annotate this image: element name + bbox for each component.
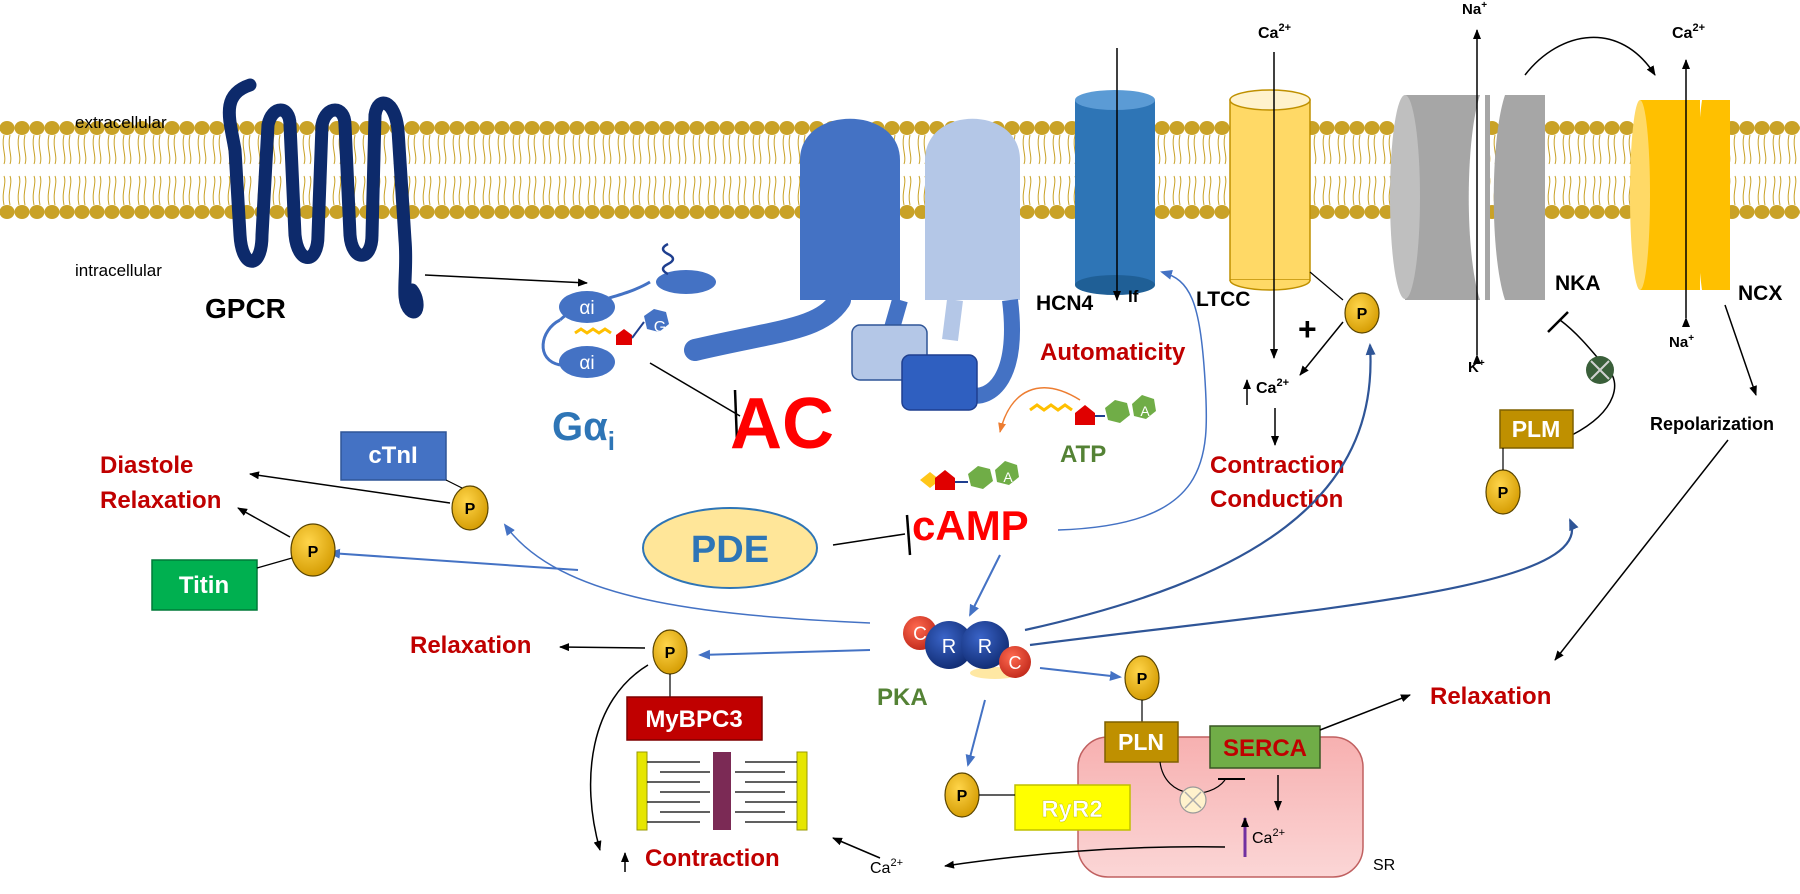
gpcr-receptor[interactable] — [229, 85, 417, 312]
galpha-label: Gαi — [552, 405, 615, 456]
diastole-label: Diastole — [100, 452, 193, 479]
titin-box[interactable]: Titin — [152, 560, 257, 610]
ncx-na-label: Na+ — [1669, 333, 1694, 351]
atp-molecule-icon: A — [1030, 395, 1156, 425]
diastole-relaxation-label: Relaxation — [100, 487, 221, 514]
camp-label: cAMP — [912, 502, 1029, 549]
svg-text:P: P — [1357, 306, 1368, 323]
titin-label: Titin — [179, 572, 229, 599]
phospho-ctni: P — [452, 486, 488, 530]
ncx-label: NCX — [1738, 282, 1782, 305]
camp-molecule-icon: A — [920, 461, 1019, 490]
pde-inhibits-camp — [833, 534, 905, 545]
ncx-ca-label: Ca2+ — [1672, 22, 1705, 42]
atp-adenine-label: A — [1140, 403, 1150, 419]
hcn4-channel[interactable] — [1075, 90, 1155, 295]
phospho-mybpc3: P — [653, 630, 687, 674]
pka-subunit: R — [978, 636, 992, 658]
sarcomere-icon — [637, 752, 807, 830]
hcn4-label: HCN4 — [1036, 292, 1093, 315]
gpcr-to-gprotein-arrow — [425, 275, 587, 283]
phospho-pln: P — [1125, 656, 1159, 700]
alpha-i-bottom: αi — [579, 353, 594, 374]
svg-text:P: P — [957, 788, 968, 805]
adenylyl-cyclase[interactable] — [695, 119, 1020, 410]
pka-holoenzyme[interactable]: C R R C — [903, 616, 1031, 679]
atp-to-camp-arrow — [1000, 388, 1080, 432]
pka-to-titin-arrow — [330, 553, 578, 570]
svg-text:P: P — [465, 501, 476, 518]
nka-k-label: K+ — [1468, 358, 1485, 376]
mybpc3-box[interactable]: MyBPC3 — [627, 697, 762, 740]
relaxation-left-label: Relaxation — [410, 632, 531, 659]
ltcc-label: LTCC — [1196, 288, 1250, 311]
phospho-ryr2: P — [945, 773, 979, 817]
svg-text:P: P — [308, 544, 319, 561]
pka-to-ryr2-arrow — [968, 700, 985, 765]
atp-label: ATP — [1060, 441, 1106, 468]
pde-enzyme[interactable]: PDE — [643, 508, 817, 588]
phospho-ltcc: P — [1345, 293, 1379, 333]
sr-label: SR — [1373, 857, 1395, 874]
serca-label: SERCA — [1223, 735, 1307, 762]
plus-sign: + — [1298, 311, 1317, 347]
phospho-plm: P — [1486, 470, 1520, 514]
pka-subunit: C — [1009, 653, 1022, 673]
lipid-tail-icon — [663, 244, 673, 274]
pde-label: PDE — [691, 529, 769, 571]
contraction-bottom-label: Contraction — [645, 845, 780, 872]
ctni-label: cTnI — [368, 442, 417, 469]
pka-to-mybpc3-arrow — [700, 650, 870, 655]
ryr2-label: RyR2 — [1041, 796, 1102, 823]
if-label: If — [1128, 287, 1139, 306]
plm-box[interactable]: PLM — [1500, 410, 1573, 448]
camp-to-pka-arrow — [970, 555, 1000, 615]
contraction-label: Contraction — [1210, 452, 1345, 479]
svg-text:P: P — [665, 645, 676, 662]
alpha-i-top: αi — [579, 298, 594, 319]
pka-subunit: C — [913, 624, 927, 645]
gpcr-label: GPCR — [205, 293, 286, 324]
ltcc-ca-label: Ca2+ — [1258, 22, 1291, 42]
camp-adenine-label: A — [1003, 469, 1013, 485]
ncx-exchanger[interactable] — [1630, 100, 1730, 290]
automaticity-label: Automaticity — [1040, 339, 1186, 366]
pln-box[interactable]: PLN — [1105, 722, 1178, 762]
ca-bottom-label: Ca2+ — [870, 857, 903, 877]
pka-to-plm-arrow — [1030, 520, 1572, 645]
extracellular-label: extracellular — [75, 113, 167, 132]
g-badge: G — [654, 319, 666, 336]
svg-text:P: P — [1137, 671, 1148, 688]
ryr2-box[interactable]: RyR2 — [1015, 785, 1130, 830]
svg-text:P: P — [1498, 485, 1509, 502]
relaxation-right-label: Relaxation — [1430, 683, 1551, 710]
nka-pump[interactable] — [1390, 95, 1545, 300]
ac-label: AC — [730, 384, 834, 464]
nka-na-label: Na+ — [1462, 0, 1487, 18]
intracellular-label: intracellular — [75, 261, 162, 280]
ca-rise-label: Ca2+ — [1256, 377, 1289, 397]
ltcc-channel[interactable] — [1230, 90, 1310, 290]
nka-label: NKA — [1555, 272, 1601, 295]
pka-subunit: R — [942, 636, 956, 658]
phospho-titin: P — [291, 524, 335, 576]
pka-label: PKA — [877, 684, 928, 711]
gi-inhibits-ac — [650, 363, 740, 416]
inhibited-icon — [1180, 787, 1206, 813]
plm-label: PLM — [1512, 416, 1561, 442]
serca-box[interactable]: SERCA — [1210, 726, 1320, 768]
inhibited-icon — [1586, 356, 1614, 384]
pln-label: PLN — [1118, 729, 1164, 755]
mybpc3-label: MyBPC3 — [645, 706, 742, 733]
repolarization-label: Repolarization — [1650, 414, 1774, 434]
pka-to-pln-arrow — [1040, 668, 1120, 677]
ctni-box[interactable]: cTnI — [341, 432, 446, 480]
